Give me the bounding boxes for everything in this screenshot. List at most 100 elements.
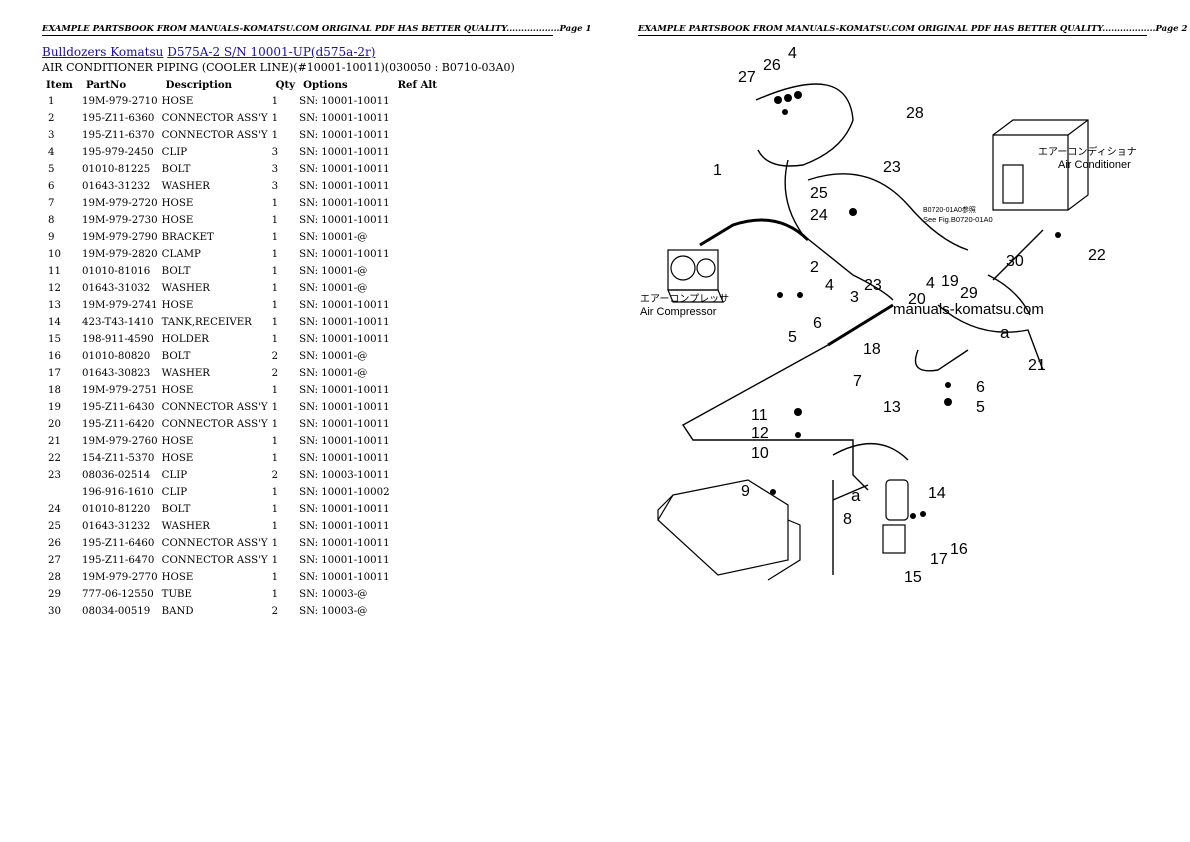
cell-qty: 1 bbox=[271, 96, 279, 107]
cell-partno: 19M-979-2751 bbox=[82, 385, 158, 396]
callout-21: 21 bbox=[1028, 357, 1046, 374]
cell-refalt bbox=[394, 586, 441, 603]
cell-description: CLIP bbox=[161, 487, 188, 498]
cell-qty: 1 bbox=[271, 283, 279, 294]
cell-qty: 1 bbox=[271, 487, 279, 498]
cell-options: SN: 10001-10011 bbox=[299, 334, 390, 345]
callout-22: 22 bbox=[1088, 247, 1106, 264]
cell-options: SN: 10001-10011 bbox=[299, 402, 390, 413]
cell-options: SN: 10001-10011 bbox=[299, 300, 390, 311]
cell-partno: 01643-30823 bbox=[82, 368, 151, 379]
cell-qty: 1 bbox=[271, 130, 279, 141]
cell-partno: 01010-81225 bbox=[82, 164, 151, 175]
cell-partno: 423-T43-1410 bbox=[82, 317, 154, 328]
callout-24: 24 bbox=[810, 207, 828, 224]
label-ac-jp: エアーコンディショナ bbox=[1038, 145, 1137, 158]
cell-options: SN: 10001-10011 bbox=[299, 147, 390, 158]
cell-description: WASHER bbox=[161, 283, 210, 294]
hose-28-loop bbox=[807, 173, 969, 251]
breadcrumb-link-model[interactable]: D575A-2 S/N 10001-UP(d575a-2r) bbox=[167, 45, 376, 59]
cell-item: 19 bbox=[48, 402, 61, 413]
col-qty-header: Qty bbox=[275, 79, 296, 91]
cell-item: 11 bbox=[48, 266, 61, 277]
hose-13 bbox=[832, 443, 909, 461]
cell-description: BRACKET bbox=[161, 232, 214, 243]
cell-partno: 198-911-4590 bbox=[82, 334, 154, 345]
cell-partno: 195-Z11-6370 bbox=[82, 130, 155, 141]
cell-refalt bbox=[394, 93, 441, 110]
cell-description: HOSE bbox=[161, 572, 194, 583]
cell-description: BOLT bbox=[161, 164, 191, 175]
cell-qty: 3 bbox=[271, 147, 279, 158]
cell-refalt bbox=[394, 297, 441, 314]
cell-refalt bbox=[394, 416, 441, 433]
cell-item: 25 bbox=[48, 521, 61, 532]
cell-options: SN: 10003-10011 bbox=[299, 470, 390, 481]
cell-refalt bbox=[394, 246, 441, 263]
cell-options: SN: 10001-@ bbox=[299, 351, 368, 362]
cell-item: 16 bbox=[48, 351, 61, 362]
cell-options: SN: 10001-@ bbox=[299, 283, 368, 294]
cell-qty: 1 bbox=[271, 232, 279, 243]
cell-description: HOSE bbox=[161, 198, 194, 209]
callout-15: 15 bbox=[904, 569, 922, 586]
cell-refalt bbox=[394, 518, 441, 535]
hose-28 bbox=[755, 83, 854, 167]
callout-14: 14 bbox=[928, 485, 946, 502]
cell-refalt bbox=[394, 552, 441, 569]
cell-description: HOSE bbox=[161, 96, 194, 107]
cell-description: WASHER bbox=[161, 368, 210, 379]
breadcrumb-link-bulldozers[interactable]: Bulldozers Komatsu bbox=[42, 45, 164, 59]
parts-table-header-row: Item PartNo Description Qty Options Ref … bbox=[42, 77, 441, 93]
cell-qty: 1 bbox=[271, 538, 279, 549]
cell-qty: 1 bbox=[271, 589, 279, 600]
hose-18-loop bbox=[914, 349, 969, 372]
line-to-tank bbox=[832, 484, 869, 501]
line-a bbox=[987, 274, 1031, 316]
cell-qty: 1 bbox=[271, 504, 279, 515]
col-description-header: Description bbox=[165, 79, 233, 91]
cell-qty: 3 bbox=[271, 181, 279, 192]
cell-qty: 2 bbox=[271, 368, 279, 379]
cell-refalt bbox=[394, 110, 441, 127]
cell-refalt bbox=[394, 501, 441, 518]
cell-partno: 19M-979-2710 bbox=[82, 96, 158, 107]
cell-partno: 01010-81220 bbox=[82, 504, 151, 515]
cell-options: SN: 10001-10011 bbox=[299, 555, 390, 566]
callout-1: 1 bbox=[713, 162, 722, 179]
line-diag bbox=[681, 344, 869, 491]
callout-2: 2 bbox=[810, 259, 819, 276]
col-item-header: Item bbox=[46, 79, 73, 91]
cell-qty: 1 bbox=[271, 198, 279, 209]
cell-description: CONNECTOR ASS'Y bbox=[161, 130, 268, 141]
cell-qty: 1 bbox=[271, 266, 279, 277]
cell-qty: 1 bbox=[271, 300, 279, 311]
cell-partno: 19M-979-2720 bbox=[82, 198, 158, 209]
cell-description: HOSE bbox=[161, 436, 194, 447]
callout-6b: 6 bbox=[976, 379, 985, 396]
cell-refalt bbox=[394, 195, 441, 212]
cell-item: 17 bbox=[48, 368, 61, 379]
line-main bbox=[784, 159, 894, 301]
callout-6: 6 bbox=[813, 315, 822, 332]
cell-options: SN: 10001-10011 bbox=[299, 317, 390, 328]
cell-description: HOSE bbox=[161, 215, 194, 226]
col-refalt-header: Ref Alt bbox=[397, 79, 437, 91]
cell-refalt bbox=[394, 280, 441, 297]
cell-item: 2 bbox=[48, 113, 55, 124]
cell-description: CONNECTOR ASS'Y bbox=[161, 555, 268, 566]
cell-refalt bbox=[394, 569, 441, 586]
cell-partno: 08036-02514 bbox=[82, 470, 151, 481]
cell-description: TANK,RECEIVER bbox=[161, 317, 252, 328]
cell-partno: 19M-979-2770 bbox=[82, 572, 158, 583]
parts-table: Item PartNo Description Qty Options Ref … bbox=[42, 77, 441, 620]
